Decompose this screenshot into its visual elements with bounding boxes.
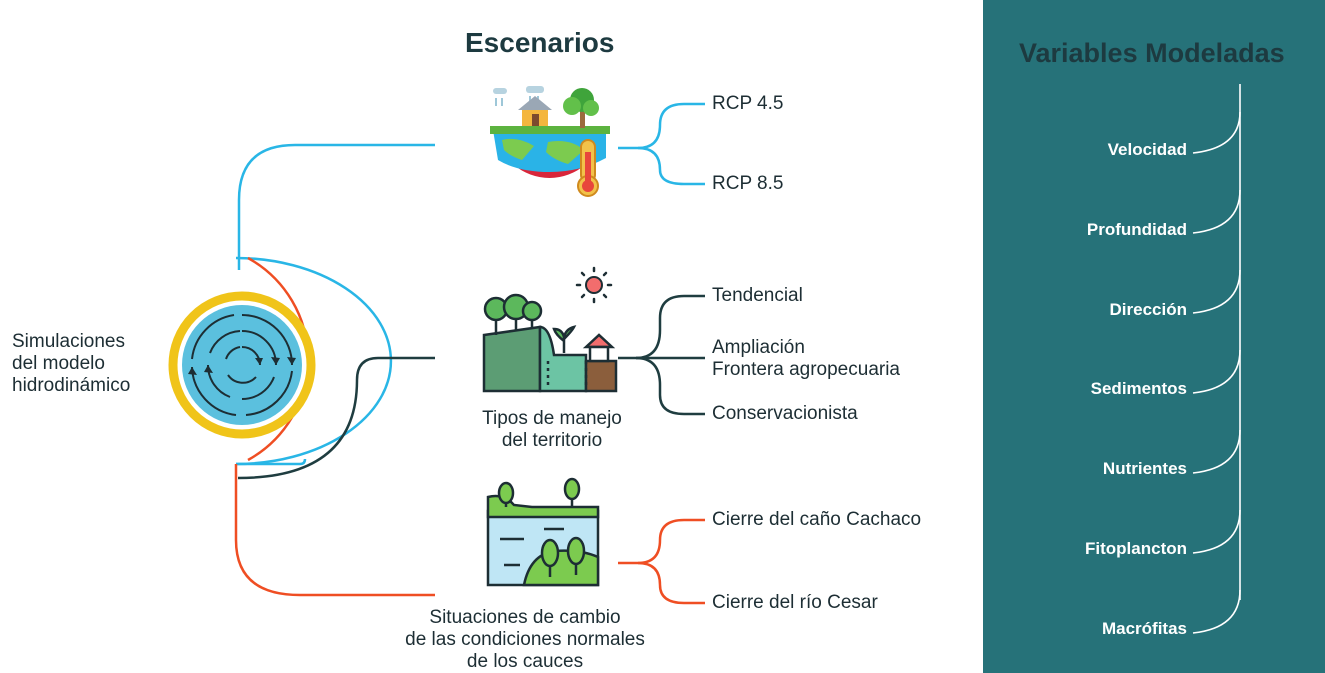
branch-tendencial: Tendencial <box>712 285 803 306</box>
connector-climate <box>237 143 435 270</box>
variables-panel: Variables Modeladas Velocidad Profundida… <box>983 0 1325 673</box>
brace-rcp45 <box>618 102 705 150</box>
branch-rcp45: RCP 4.5 <box>712 93 784 114</box>
center-label-line: del modelo <box>12 353 105 374</box>
variable-item: Sedimentos <box>1090 379 1187 398</box>
branch-ampliacion: Ampliación Frontera agropecuaria <box>712 337 900 380</box>
variables-bracket <box>1192 84 1241 634</box>
center-label-line: Simulaciones <box>12 331 125 352</box>
scenarios-title: Escenarios <box>465 27 615 58</box>
variable-item: Nutrientes <box>1102 459 1187 478</box>
branch-cesar: Cierre del río Cesar <box>712 592 878 613</box>
branch-cachaco: Cierre del caño Cachaco <box>712 509 922 530</box>
brace-conservacionista <box>635 356 705 416</box>
connector-river <box>234 464 435 597</box>
variables-title: Variables Modeladas <box>1019 38 1285 68</box>
river-channel-icon <box>486 477 600 587</box>
brace-cesar <box>637 561 705 605</box>
sun-icon <box>575 266 613 304</box>
variable-item: Profundidad <box>1086 220 1187 239</box>
connector-land <box>237 356 435 480</box>
river-label: Situaciones de cambio de las condiciones… <box>380 607 670 673</box>
river-label-line: de las condiciones normales <box>405 629 645 650</box>
variable-item: Fitoplancton <box>1085 539 1187 558</box>
land-use-label-line: del territorio <box>501 430 603 451</box>
center-label: Simulaciones del modelo hidrodinámico <box>12 331 130 397</box>
branch-conservacionista: Conservacionista <box>712 403 858 424</box>
branch-rcp85: RCP 8.5 <box>712 173 784 194</box>
variable-item: Dirección <box>1109 300 1187 319</box>
brace-tendencial <box>618 294 705 360</box>
brace-cachaco <box>618 518 705 565</box>
center-label-line: hidrodinámico <box>12 375 131 396</box>
brace-rcp85 <box>637 146 705 186</box>
river-label-line: de los cauces <box>466 651 584 672</box>
land-use-icon <box>482 266 618 393</box>
climate-earth-icon <box>490 86 610 197</box>
land-use-label-line: Tipos de manejo <box>482 408 622 429</box>
connector-climate-lower <box>236 458 307 466</box>
river-label-line: Situaciones de cambio <box>429 607 621 628</box>
variable-item: Macrófitas <box>1101 619 1187 638</box>
arc-blue <box>235 256 393 466</box>
variable-item: Velocidad <box>1107 140 1187 159</box>
whirlpool-icon <box>168 291 316 439</box>
land-use-label: Tipos de manejo del territorio <box>452 408 652 452</box>
